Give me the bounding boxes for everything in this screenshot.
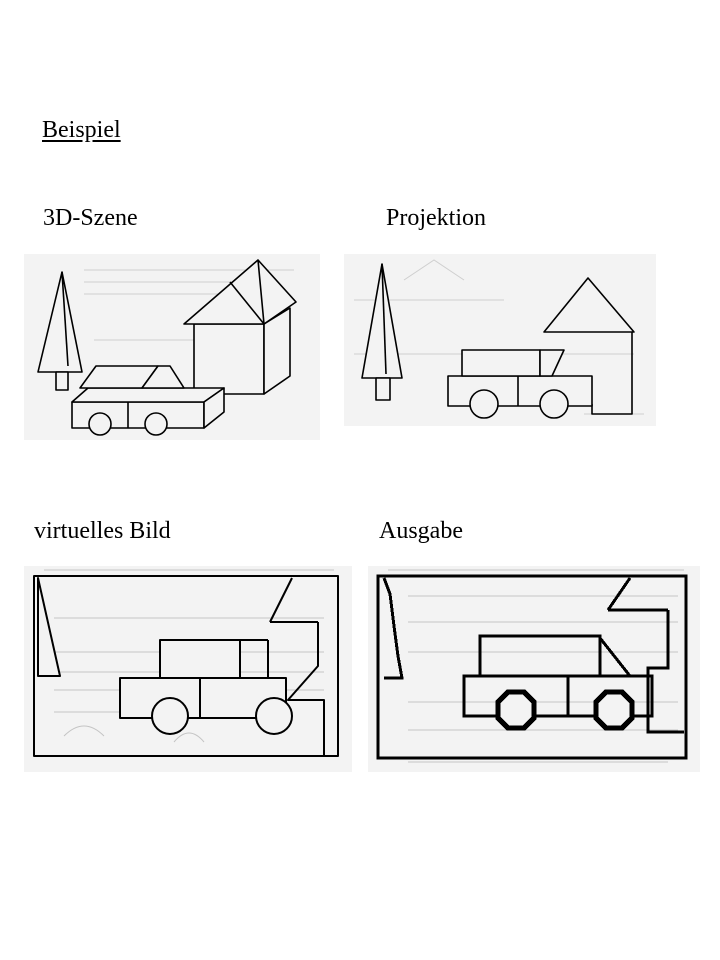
house — [183, 259, 297, 395]
projection-figure — [344, 254, 656, 426]
house — [543, 277, 635, 415]
output-figure — [368, 566, 700, 772]
scene-3d-figure — [24, 254, 320, 440]
virtual-image-drawing — [24, 566, 352, 772]
tree — [361, 263, 403, 401]
page-title: Beispiel — [42, 117, 121, 143]
car — [447, 349, 593, 419]
viewport-frame — [376, 574, 688, 760]
car-wheels — [495, 689, 635, 731]
car — [462, 634, 654, 718]
house-fragment — [269, 577, 325, 756]
tree — [37, 271, 83, 391]
projection-drawing — [344, 254, 656, 426]
virtual-image-figure — [24, 566, 352, 772]
output-drawing — [368, 566, 700, 772]
tree-fragment — [37, 577, 61, 677]
car — [71, 365, 225, 436]
tree-fragment — [382, 577, 404, 680]
label-projection: Projektion — [386, 205, 486, 231]
label-3d-scene: 3D-Szene — [43, 205, 138, 231]
label-output: Ausgabe — [379, 518, 463, 544]
house-fragment — [606, 577, 684, 734]
car — [119, 639, 293, 735]
scene-3d-drawing — [24, 254, 320, 440]
label-virtual-image: virtuelles Bild — [34, 518, 171, 544]
viewport-frame — [33, 575, 339, 757]
